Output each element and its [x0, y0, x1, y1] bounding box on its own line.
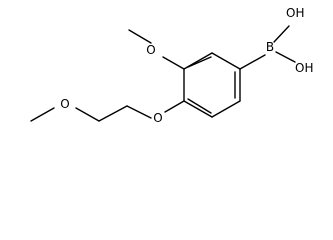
benzene-ring — [183, 52, 241, 118]
ring-double-bond — [187, 98, 212, 114]
chain-bond — [75, 107, 100, 122]
boronic-acid-group — [239, 25, 296, 70]
methoxy-oxygen-label: O — [146, 43, 155, 57]
ring-double-bond — [187, 56, 212, 68]
oxygen-methyl-bond — [128, 29, 152, 44]
chain-oxygen-label: O — [60, 97, 69, 111]
methoxy-group — [128, 29, 185, 70]
hydroxyl-lower-label: OH — [295, 61, 313, 75]
ring-oxygen-bond — [164, 100, 185, 113]
ring-boron-bond — [239, 54, 266, 70]
ring-bond — [211, 100, 241, 118]
chain-bond — [30, 107, 55, 122]
chain-bond — [126, 105, 152, 119]
hydroxyl-upper-label: OH — [286, 6, 304, 20]
boron-hydroxyl-bond — [273, 25, 290, 43]
boron-label: B — [266, 40, 274, 54]
chemical-structure: O O O B OH OH — [30, 6, 313, 125]
ring-ether-oxygen-label: O — [153, 111, 162, 125]
ring-bond — [211, 52, 241, 70]
chain-bond — [98, 105, 128, 122]
methoxyethoxy-chain — [30, 100, 185, 122]
ring-bond — [183, 100, 213, 118]
ring-oxygen-bond — [162, 56, 185, 70]
boron-hydroxyl-bond — [275, 51, 296, 63]
